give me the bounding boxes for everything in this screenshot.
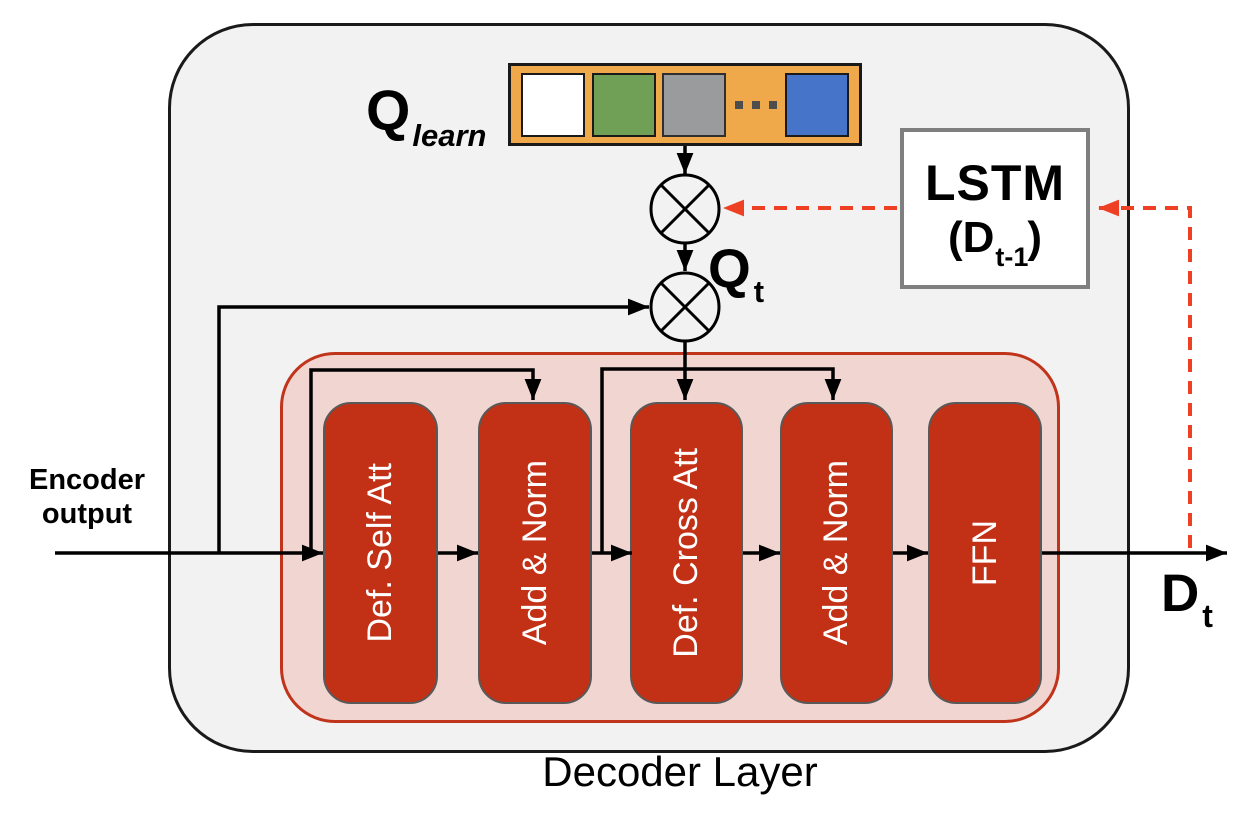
lstm-arg-subscript: t-1 <box>995 241 1029 272</box>
q-t-subscript: t <box>753 274 765 309</box>
module-add-norm-1: Add & Norm <box>478 402 592 704</box>
ellipsis-dots-icon <box>733 100 779 109</box>
module-label: Def. Cross Att <box>667 448 705 658</box>
query-token-blue <box>785 72 849 137</box>
module-label: Add & Norm <box>817 460 855 646</box>
module-label: Add & Norm <box>515 460 554 646</box>
q-learn-label: Qlearn <box>366 79 487 153</box>
lstm-box: LSTM (Dt-1) <box>900 128 1090 289</box>
d-t-label: Dt <box>1161 564 1213 634</box>
module-def-self-att: Def. Self Att <box>323 402 438 704</box>
lstm-title: LSTM <box>924 154 1066 211</box>
module-def-cross-att: Def. Cross Att <box>630 402 743 704</box>
q-learn-subscript: learn <box>412 118 487 153</box>
encoder-output-label: Encoder output <box>28 464 146 530</box>
module-label: Def. Self Att <box>361 463 399 643</box>
d-t-subscript: t <box>1202 598 1213 634</box>
module-add-norm-2: Add & Norm <box>780 402 893 704</box>
query-token-green <box>591 72 656 137</box>
decoder-layer-caption: Decoder Layer <box>542 748 818 795</box>
module-label: FFN <box>965 519 1004 587</box>
module-ffn: FFN <box>928 402 1042 704</box>
lstm-argument: (Dt-1) <box>947 212 1043 272</box>
query-bank <box>508 63 862 146</box>
query-token-gray <box>662 72 726 137</box>
q-t-label: Qt <box>708 237 765 309</box>
query-token-white <box>521 72 585 137</box>
